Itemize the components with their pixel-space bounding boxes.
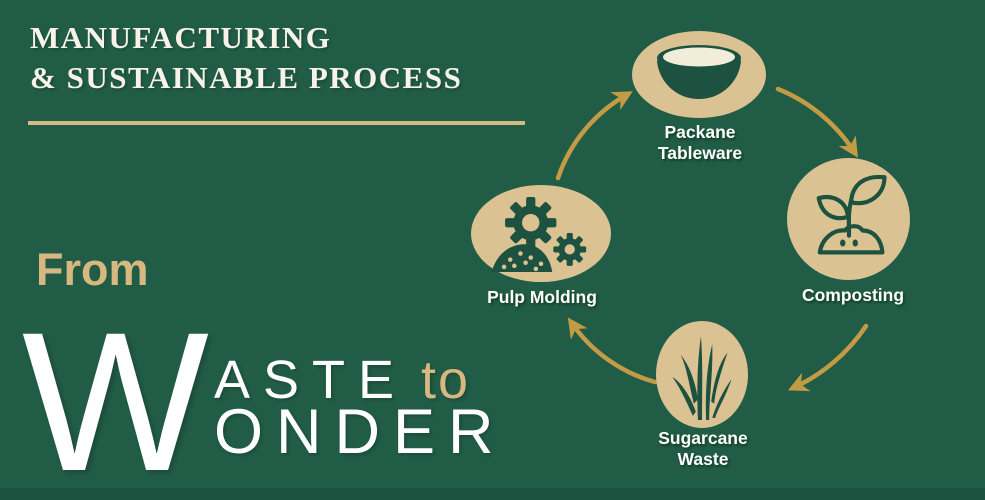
arrow-pulp-to-tableware [555,91,633,181]
hero-wonder-rest: ONDER [214,397,507,467]
cycle-node-pulp-molding [471,185,611,282]
arrow-composting-to-sugarcane [787,323,869,392]
title-line-1: MANUFACTURING [30,20,332,55]
page-title: MANUFACTURING & SUSTAINABLE PROCESS [30,18,462,98]
hero-to-word: to [421,350,471,410]
label-composting: Composting [773,285,933,306]
cycle-node-sugarcane-waste [656,321,748,428]
label-pulp-molding: Pulp Molding [462,287,622,308]
hero-prefix: From [36,244,149,295]
title-line-2: & SUSTAINABLE PROCESS [30,60,463,95]
cycle-node-composting [787,158,910,280]
label-pulp-line1: Pulp Molding [487,287,597,307]
seedling-icon [816,174,887,255]
hero-big-letter: W [22,291,209,500]
hero-waste-rest: ASTE [214,350,408,410]
bottom-edge-strip [0,488,985,500]
label-composting-line1: Composting [801,285,905,305]
gears-pulp-icon [491,196,587,272]
arrow-sugarcane-to-pulp [567,317,658,385]
label-packane-line1: Packane [664,122,736,142]
label-packane-tableware: Packane Tableware [620,122,780,164]
title-underline [28,121,525,125]
sugarcane-icon [672,335,732,420]
arrow-tableware-to-composting [775,86,859,158]
label-sugarcane-line1: Sugarcane [658,428,748,448]
label-sugarcane-line2: Waste [677,449,729,469]
cycle-node-packane-tableware [632,31,766,118]
label-sugarcane-waste: Sugarcane Waste [623,428,783,470]
label-packane-line2: Tableware [657,143,743,163]
bowl-icon [657,44,741,99]
